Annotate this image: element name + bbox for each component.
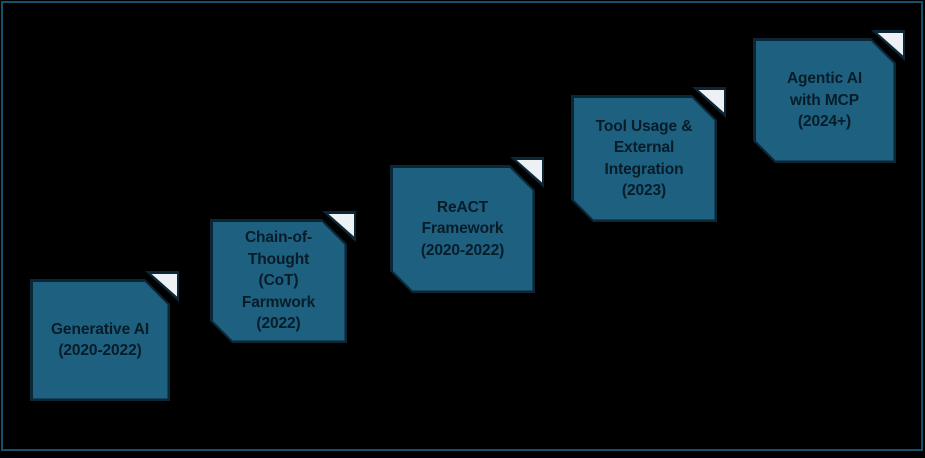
label-line: Tool Usage & <box>595 117 693 135</box>
box-label: Chain-of- Thought (CoT) Farmwork (2022) <box>214 223 343 339</box>
box-label: Tool Usage & External Integration (2023) <box>575 99 713 218</box>
label-line: Integration <box>604 160 684 178</box>
label-line: (2023) <box>621 182 667 199</box>
milestone-box-agentic-ai-mcp: Agentic AI with MCP (2024+) <box>753 30 905 163</box>
label-line: External <box>613 139 675 156</box>
box-fill <box>756 41 894 161</box>
box-fill <box>33 282 168 399</box>
label-line: (2020-2022) <box>420 241 505 259</box>
label-line: Farmwork <box>241 293 316 311</box>
box-fill <box>213 222 345 341</box>
box-fill <box>393 168 533 291</box>
label-line: Thought <box>247 250 310 268</box>
milestone-box-tool-usage: Tool Usage & External Integration (2023) <box>571 87 726 222</box>
box-fill <box>574 98 715 220</box>
label-line: with MCP <box>790 91 859 109</box>
box-label: ReACT Framework (2020-2022) <box>394 169 531 289</box>
milestone-box-react-framework: ReACT Framework (2020-2022) <box>390 157 544 293</box>
label-line: (2022) <box>256 315 301 333</box>
label-line: (2024+) <box>797 113 852 131</box>
box-label: Generative AI (2020-2022) <box>34 283 166 397</box>
label-line: Agentic AI <box>786 70 863 88</box>
milestone-box-chain-of-thought: Chain-of- Thought (CoT) Farmwork (2022) <box>210 211 356 343</box>
label-line: (2020-2022) <box>58 342 142 359</box>
milestone-box-generative-ai: Generative AI (2020-2022) <box>30 271 179 401</box>
label-line: Generative AI <box>50 320 150 338</box>
label-line: ReACT <box>436 198 489 216</box>
box-label: Agentic AI with MCP (2024+) <box>757 42 892 159</box>
label-line: Chain-of- <box>244 229 313 247</box>
label-line: (CoT) <box>258 272 299 290</box>
label-line: Framework <box>421 220 504 238</box>
